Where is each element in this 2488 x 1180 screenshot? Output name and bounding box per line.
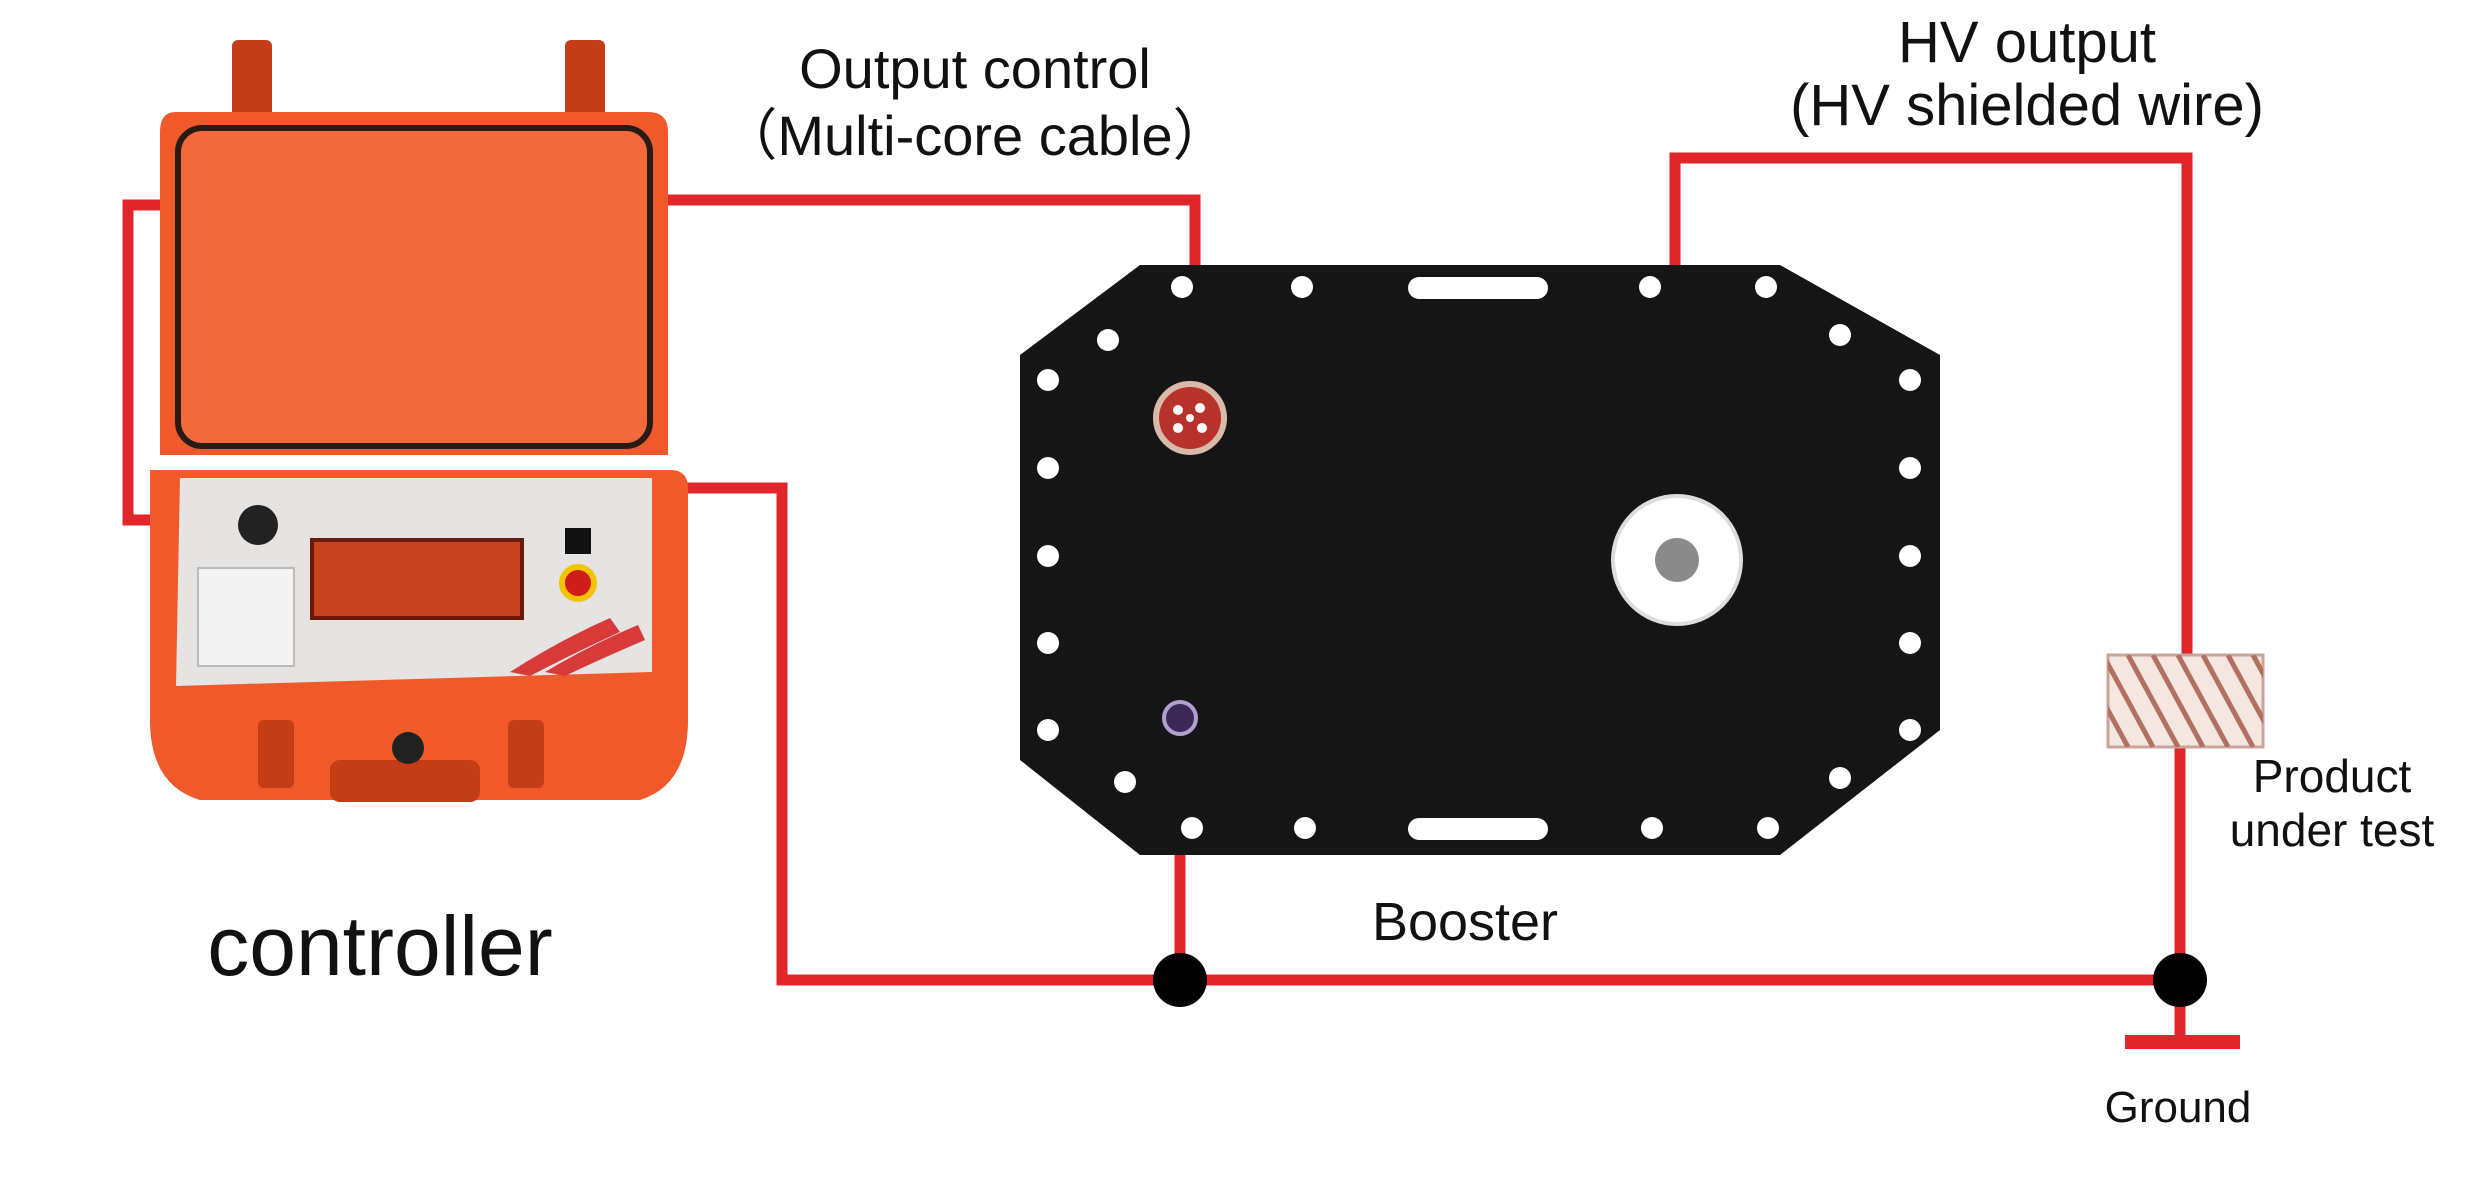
booster-bolts [1037,276,1921,839]
booster-slot-top [1408,277,1548,299]
case-latch-right [565,40,605,118]
emergency-stop-button [559,564,597,602]
label-hv-shielded-wire: (HV shielded wire) [1790,73,2264,138]
panel-stripe [510,618,620,676]
label-booster: Booster [1372,892,1558,952]
label-output-control: Output control [799,37,1151,100]
case-connector [392,732,424,764]
case-clip [258,720,294,788]
booster-body [1020,265,1940,855]
product-under-test [2106,653,2265,749]
case-latch-left [232,40,272,118]
controller-ground-wire [660,482,1180,986]
label-under-test: under test [2230,804,2435,856]
label-hv-output: HV output [1898,10,2156,75]
label-ground: Ground [2105,1083,2252,1132]
label-controller: controller [207,899,552,993]
ground-terminal-icon [1162,700,1198,736]
booster-slot-bottom [1408,818,1548,840]
label-product: Product [2253,750,2412,802]
junction-booster-ground [1153,953,1207,1007]
panel-knob [238,505,278,545]
booster-device [1020,265,1940,855]
case-clip [508,720,544,788]
power-switch [565,528,591,554]
hv-bushing-core [1655,538,1699,582]
label-multi-core-cable: （Multi-core cable） [721,104,1228,167]
case-handle [330,760,480,802]
connector-pins [1173,403,1207,433]
case-lid-inner [175,125,653,449]
panel-stripe [545,625,645,676]
controller-device [150,40,688,802]
controller-display [310,538,524,620]
panel-label [197,567,295,667]
junction-product-ground [2153,953,2207,1007]
